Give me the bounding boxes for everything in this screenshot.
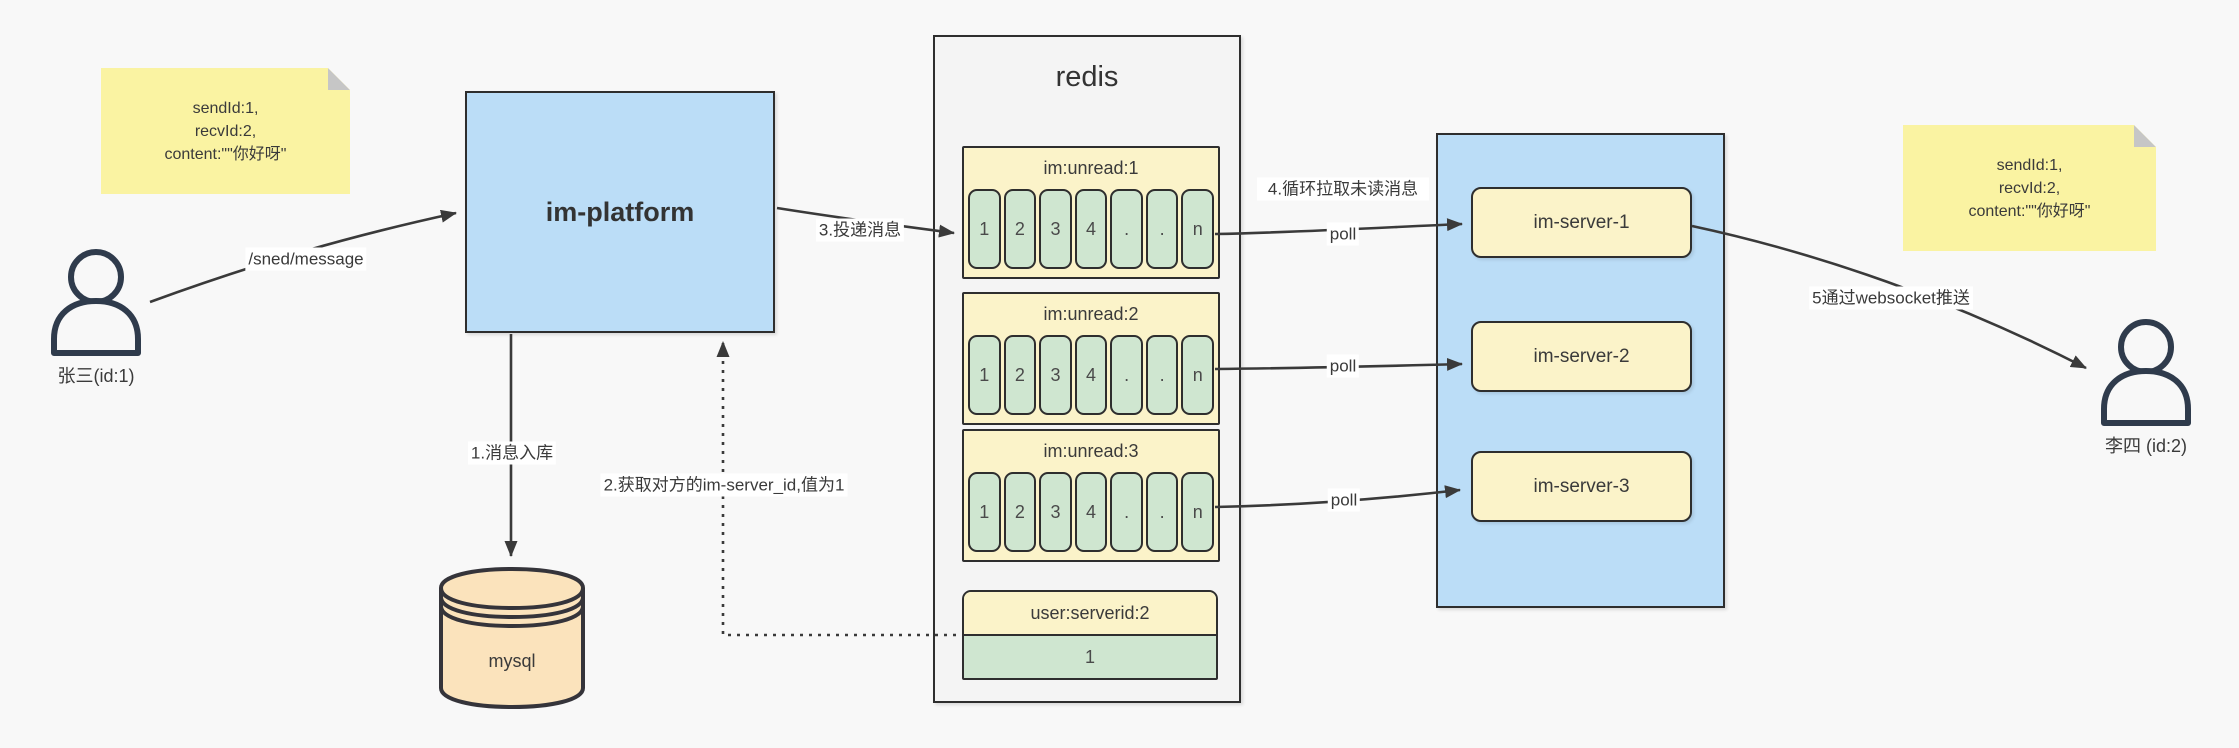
queue-cell: . xyxy=(1110,335,1143,415)
note-line: sendId:1, xyxy=(192,99,259,117)
im-server-1-node: im-server-1 xyxy=(1471,187,1692,258)
sticky-note-left: sendId:1, recvId:2, content:""你好呀" xyxy=(101,68,350,194)
queue-im-unread-1: im:unread:1 1 2 3 4 . . n xyxy=(962,146,1220,279)
queue-name: im:unread:3 xyxy=(1043,441,1139,461)
queue-name: im:unread:1 xyxy=(1043,158,1139,178)
queue-cell: 4 xyxy=(1074,335,1108,415)
edge-label-poll-1: poll xyxy=(1326,222,1360,246)
queue-cells: 1 2 3 4 . . n xyxy=(968,189,1215,269)
queue-cell: 2 xyxy=(1003,472,1037,552)
edge-label-step5: 5通过websocket推送 xyxy=(1809,286,1973,310)
queue-cell: 3 xyxy=(1039,335,1072,415)
queue-cells: 1 2 3 4 . . n xyxy=(968,472,1215,552)
sticky-note-right: sendId:1, recvId:2, content:""你好呀" xyxy=(1903,125,2156,251)
im-platform-node: im-platform xyxy=(465,91,775,333)
mysql-node: mysql xyxy=(437,566,587,710)
queue-name: im:unread:2 xyxy=(1043,304,1139,324)
queue-cell: 3 xyxy=(1039,472,1072,552)
queue-cell: n xyxy=(1181,335,1215,415)
kv-key: user:serverid:2 xyxy=(964,592,1216,636)
im-server-label: im-server-3 xyxy=(1533,475,1630,497)
user-icon xyxy=(51,249,141,356)
redis-container: redis im:unread:1 1 2 3 4 . . n im:unrea… xyxy=(933,35,1241,703)
note-line: content:""你好呀" xyxy=(164,145,287,163)
database-cylinder-icon xyxy=(439,566,585,710)
queue-cell: 4 xyxy=(1074,189,1108,269)
actor-zhangsan: 张三(id:1) xyxy=(40,246,152,388)
edge-label-poll-3: poll xyxy=(1327,488,1361,512)
edge-label-step2: 2.获取对方的im-server_id,值为1 xyxy=(600,473,848,497)
queue-im-unread-2: im:unread:2 1 2 3 4 . . n xyxy=(962,292,1220,425)
mysql-label: mysql xyxy=(488,651,536,671)
edge-label-step4: 4.循环拉取未读消息 xyxy=(1257,177,1429,201)
im-server-label: im-server-1 xyxy=(1533,211,1630,233)
im-server-3-node: im-server-3 xyxy=(1471,451,1692,522)
queue-cell: . xyxy=(1110,472,1143,552)
queue-cells: 1 2 3 4 . . n xyxy=(968,335,1215,415)
queue-cell: n xyxy=(1181,472,1215,552)
im-platform-label: im-platform xyxy=(545,196,695,227)
edge-label-step3: 3.投递消息 xyxy=(815,218,905,242)
actor-label: 张三(id:1) xyxy=(57,366,135,386)
queue-cell: 2 xyxy=(1003,189,1037,269)
queue-cell: 3 xyxy=(1039,189,1072,269)
queue-cell: n xyxy=(1181,189,1215,269)
im-server-label: im-server-2 xyxy=(1533,345,1630,367)
actor-lisi: 李四 (id:2) xyxy=(2090,316,2202,458)
note-line: recvId:2, xyxy=(194,122,257,140)
queue-cell: . xyxy=(1145,189,1179,269)
note-fold-icon xyxy=(2134,125,2156,147)
im-servers-container: im-server-1 im-server-2 im-server-3 xyxy=(1436,133,1725,608)
redis-title: redis xyxy=(1055,61,1119,93)
user-icon xyxy=(2101,319,2191,426)
edge-label-send-message: /sned/message xyxy=(245,247,367,271)
actor-label: 李四 (id:2) xyxy=(2104,436,2187,456)
queue-cell: 1 xyxy=(968,472,1001,552)
note-line: recvId:2, xyxy=(1998,179,2061,197)
edge-label-poll-2: poll xyxy=(1326,354,1360,378)
note-line: sendId:1, xyxy=(1996,156,2063,174)
kv-value: 1 xyxy=(1084,646,1095,667)
queue-cell: 2 xyxy=(1003,335,1037,415)
queue-im-unread-3: im:unread:3 1 2 3 4 . . n xyxy=(962,429,1220,562)
im-server-2-node: im-server-2 xyxy=(1471,321,1692,392)
queue-cell: . xyxy=(1145,335,1179,415)
note-fold-icon xyxy=(328,68,350,90)
queue-cell: . xyxy=(1145,472,1179,552)
queue-cell: . xyxy=(1110,189,1143,269)
edge-label-step1: 1.消息入库 xyxy=(467,441,557,465)
note-line: content:""你好呀" xyxy=(1968,202,2091,220)
queue-cell: 1 xyxy=(968,189,1001,269)
queue-cell: 1 xyxy=(968,335,1001,415)
user-serverid-box: user:serverid:2 1 xyxy=(962,590,1218,680)
queue-cell: 4 xyxy=(1074,472,1108,552)
